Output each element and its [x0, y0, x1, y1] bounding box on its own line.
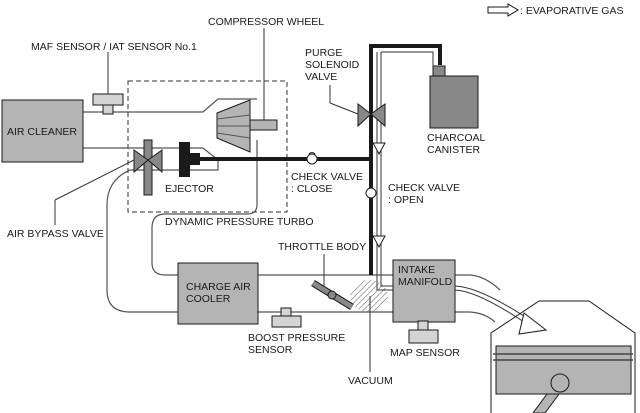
- charge-air-cooler: [177, 262, 259, 325]
- charcoal-canister-label-1: CHARCOAL: [427, 132, 486, 144]
- ejector-label: EJECTOR: [165, 183, 214, 195]
- flow-arrow-head: [518, 312, 548, 335]
- check-valve-open-label-1: CHECK VALVE: [388, 182, 460, 194]
- evaporative-gas-flow: [376, 51, 434, 291]
- intake-manifold-label-1: INTAKE: [398, 264, 435, 276]
- purge-solenoid-valve: [329, 85, 386, 128]
- check-valve-open: [365, 187, 377, 199]
- purge-valve-label-1: PURGE: [305, 47, 342, 59]
- air-cleaner: [1, 99, 84, 163]
- hollow-arrow-icon: [487, 3, 519, 17]
- compressor-wheel-label: COMPRESSOR WHEEL: [208, 16, 324, 28]
- air-bypass-valve-label: AIR BYPASS VALVE: [7, 228, 104, 240]
- charge-air-cooler-label-2: COOLER: [186, 293, 231, 305]
- air-bypass-valve: [54, 139, 163, 225]
- boost-pressure-sensor-label-2: SENSOR: [248, 344, 293, 356]
- throttle-body-label: THROTTLE BODY: [278, 241, 366, 253]
- purge-valve-label-3: VALVE: [305, 71, 337, 83]
- purge-valve-label-2: SOLENOID: [305, 59, 360, 71]
- charcoal-canister-label-2: CANISTER: [427, 144, 481, 156]
- charge-air-cooler-label-1: CHARGE AIR: [186, 281, 251, 293]
- maf-sensor: [92, 52, 124, 115]
- maf-sensor-label: MAF SENSOR / IAT SENSOR No.1: [31, 41, 197, 53]
- intake-manifold-label-2: MANIFOLD: [398, 276, 453, 288]
- check-valve-close: [306, 152, 318, 165]
- vacuum-area: [350, 280, 388, 312]
- vacuum-label: VACUUM: [348, 375, 393, 387]
- dynamic-pressure-turbo-label: DYNAMIC PRESSURE TURBO: [165, 216, 314, 228]
- map-sensor-label: MAP SENSOR: [390, 347, 460, 359]
- boost-pressure-sensor-label-1: BOOST PRESSURE: [248, 332, 345, 344]
- connecting-rod: [532, 393, 560, 413]
- dynamic-pressure-turbo-box: [127, 80, 288, 213]
- check-valve-open-label-2: : OPEN: [388, 194, 424, 206]
- compressor-wheel: [216, 28, 278, 153]
- throttle-body: [311, 254, 354, 310]
- legend-label: : EVAPORATIVE GAS: [520, 5, 623, 17]
- boost-pressure-sensor: [271, 307, 302, 328]
- check-valve-close-label-2: : CLOSE: [291, 183, 332, 195]
- air-cleaner-label: AIR CLEANER: [7, 126, 77, 138]
- charcoal-canister: [429, 65, 479, 129]
- intake-manifold: [392, 259, 456, 323]
- map-sensor: [408, 320, 439, 344]
- legend: : EVAPORATIVE GAS: [487, 3, 623, 17]
- ejector: [179, 142, 200, 177]
- engine-cylinder: [490, 300, 636, 413]
- check-valve-close-label-1: CHECK VALVE: [291, 171, 363, 183]
